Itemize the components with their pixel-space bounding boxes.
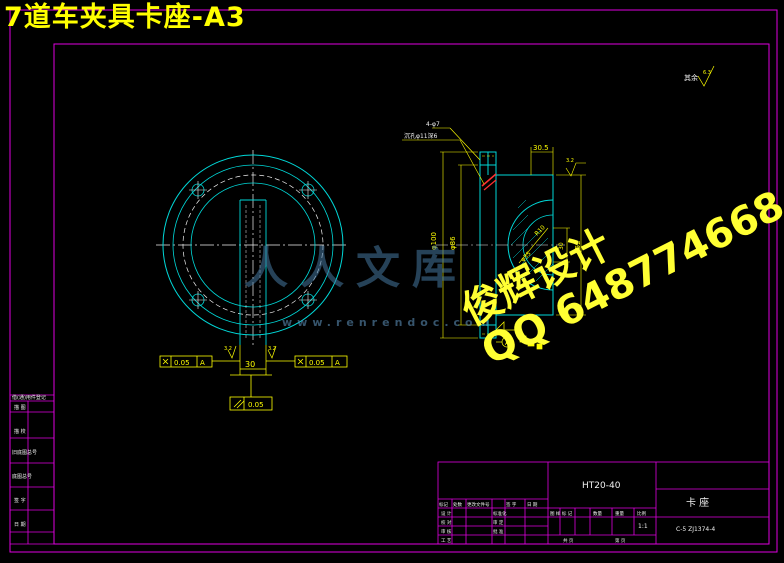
row-label: 校 对 xyxy=(441,519,452,526)
dim-r: R10 xyxy=(533,224,546,237)
tolerance-frame-bottom xyxy=(229,374,273,411)
title-block-text: HT20-40 卡 座 C-5 ZJ1374-4 1:1 标记 处数 更改文件号… xyxy=(439,481,715,544)
drawing-title: 7道车夹具卡座-A3 xyxy=(4,2,246,33)
col-header: 日 期 xyxy=(527,502,538,508)
phase-label: 数量 xyxy=(593,510,602,517)
col-header: 更改文件号 xyxy=(467,501,490,508)
side-column-table xyxy=(10,394,54,545)
datum-label: A xyxy=(505,340,510,347)
row-label: 设 计 xyxy=(441,510,452,517)
col-header: 标记 xyxy=(439,501,448,508)
side-label: 日 期 xyxy=(14,522,26,528)
tolerance-frame-left xyxy=(159,355,240,368)
row-label-mid: 审 定 xyxy=(493,519,504,526)
dim-inner: φ86 xyxy=(449,236,457,250)
side-label: 描 图 xyxy=(14,404,26,411)
tol-right-value: 0.05 xyxy=(309,359,325,367)
tol-left-value: 0.05 xyxy=(174,359,190,367)
dim-right: φ52 xyxy=(574,240,582,254)
row-label: 工 艺 xyxy=(441,538,452,544)
col-header: 签 字 xyxy=(506,501,517,508)
outer-frame xyxy=(9,9,778,553)
corner-note: 其余 6.3 xyxy=(684,65,715,87)
side-label: 描 校 xyxy=(14,428,26,435)
side-label: 借(通)用件登记 xyxy=(12,394,46,401)
row-label: 审 核 xyxy=(441,528,452,535)
tol-right-datum: A xyxy=(335,359,340,367)
corner-roughness: 6.3 xyxy=(703,70,711,76)
title-block xyxy=(437,461,770,545)
hole-callout: 4-φ7 xyxy=(426,121,440,128)
counterbore-callout: 沉孔φ11深6 xyxy=(404,132,438,140)
tolerance-frame-right xyxy=(266,355,348,368)
roughness-left: 3.2 xyxy=(224,346,232,352)
sheet-count: 共 页 xyxy=(563,537,574,544)
roughness-right: 3.2 xyxy=(268,346,276,352)
side-label: 旧底图总号 xyxy=(12,449,37,456)
side-view: 30.5 3.2 φ100 φ86 R10 φ35 30 φ52 4-φ7 沉孔… xyxy=(402,121,586,350)
material: HT20-40 xyxy=(582,481,621,491)
bolt-circle xyxy=(182,174,324,316)
side-column-labels: 借(通)用件登记 描 图 描 校 旧底图总号 底图总号 签 字 日 期 xyxy=(12,394,46,528)
phase-label: 重量 xyxy=(615,510,624,517)
inner-circle xyxy=(190,182,316,308)
row-label-mid: 批 准 xyxy=(493,528,504,535)
tol-bottom-value: 0.05 xyxy=(248,401,264,409)
drawing-number: C-5 ZJ1374-4 xyxy=(676,526,715,533)
phase-label: 图 样 标 记 xyxy=(550,510,573,517)
front-view: 30 3.2 3.2 0.05 A 0.05 A xyxy=(156,150,348,411)
scale: 1:1 xyxy=(638,523,648,530)
side-label: 签 字 xyxy=(14,497,26,504)
dim-outer: φ100 xyxy=(430,232,438,250)
watermark-brand: 人人文库 xyxy=(244,243,468,294)
sheet-number: 第 页 xyxy=(615,537,626,544)
dim-30: 30 xyxy=(558,242,565,250)
col-header: 处数 xyxy=(453,501,462,508)
dim-top: 30.5 xyxy=(533,144,549,152)
row-label-mid: 标准化 xyxy=(493,510,507,517)
outer-circle xyxy=(162,154,344,336)
middle-circle xyxy=(172,164,334,326)
dim-width: 30 xyxy=(245,360,255,369)
roughness-top: 3.2 xyxy=(566,158,574,164)
side-label: 底图总号 xyxy=(12,473,32,480)
corner-note-text: 其余 xyxy=(684,73,698,82)
tol-left-datum: A xyxy=(200,359,205,367)
phase-label: 比例 xyxy=(637,510,646,517)
part-name: 卡 座 xyxy=(686,496,709,509)
watermark-url: www.renrendoc.com xyxy=(282,316,495,329)
inner-frame xyxy=(53,43,770,545)
